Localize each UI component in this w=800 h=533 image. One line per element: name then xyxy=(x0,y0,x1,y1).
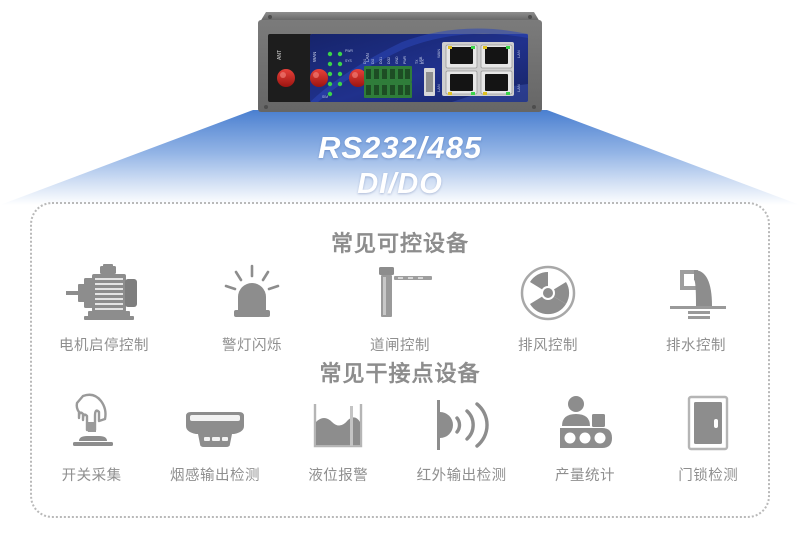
device-item-production-count[interactable]: 产量统计 xyxy=(523,380,646,485)
svg-text:LAN: LAN xyxy=(516,50,521,58)
barrier-gate-icon xyxy=(365,260,435,322)
svg-text:DI1: DI1 xyxy=(363,59,367,64)
svg-text:DI2: DI2 xyxy=(371,59,375,64)
svg-text:PWR: PWR xyxy=(403,56,407,64)
device-label-smoke-detector: 烟感输出检测 xyxy=(169,468,260,484)
svg-text:PWR: PWR xyxy=(345,49,353,53)
section-title-controllable: 常见可控设备 xyxy=(330,231,469,256)
infrared-sensor-icon xyxy=(429,390,495,452)
signal-beam xyxy=(0,110,800,205)
device-label-door-lock: 门锁检测 xyxy=(678,468,739,484)
device-item-exhaust-fan[interactable]: 排风控制 xyxy=(474,250,622,355)
water-level-tank-icon xyxy=(303,390,373,452)
device-label-water-level: 液位报警 xyxy=(308,468,369,484)
exhaust-fan-icon xyxy=(519,260,577,322)
device-item-water-level[interactable]: 液位报警 xyxy=(277,380,400,485)
device-label-drain-pipe: 排水控制 xyxy=(666,338,726,354)
device-item-switch-collection[interactable]: 开关采集 xyxy=(30,380,153,485)
svg-text:SIM: SIM xyxy=(322,95,328,99)
device-label-infrared: 红外输出检测 xyxy=(416,468,507,484)
conveyor-worker-icon xyxy=(552,390,618,452)
section-title-dry-contact: 常见干接点设备 xyxy=(319,361,481,386)
svg-text:SYS: SYS xyxy=(345,59,353,63)
beam-label-serial: RS232/485 xyxy=(317,130,483,165)
smoke-detector-icon xyxy=(178,390,252,452)
svg-text:USB: USB xyxy=(419,56,423,64)
beam-label-dido: DI/DO xyxy=(357,168,443,200)
svg-text:RX: RX xyxy=(421,59,425,64)
drain-pipe-icon xyxy=(660,260,732,322)
door-lock-icon xyxy=(681,390,735,452)
device-label-motor: 电机启停控制 xyxy=(59,338,149,354)
svg-text:LAN: LAN xyxy=(365,53,370,62)
hand-press-button-icon xyxy=(61,390,123,452)
device-item-door-lock[interactable]: 门锁检测 xyxy=(647,380,770,485)
devices-panel xyxy=(30,202,770,518)
svg-text:WAN: WAN xyxy=(312,52,317,62)
svg-text:GND: GND xyxy=(395,56,399,64)
device-label-exhaust-fan: 排风控制 xyxy=(518,338,578,354)
svg-text:LAN: LAN xyxy=(436,84,441,92)
device-item-smoke-detector[interactable]: 烟感输出检测 xyxy=(153,380,276,485)
svg-text:ANT: ANT xyxy=(277,50,283,60)
motor-icon xyxy=(62,260,146,322)
device-item-infrared[interactable]: 红外输出检测 xyxy=(400,380,523,485)
dry-contact-devices-row: 开关采集 烟感输出检测 液位报警 xyxy=(30,380,770,485)
device-item-drain-pipe[interactable]: 排水控制 xyxy=(622,250,770,355)
alarm-light-icon xyxy=(221,260,283,322)
svg-text:WAN: WAN xyxy=(436,49,441,58)
controllable-devices-row: 电机启停控制 警灯闪烁 xyxy=(30,250,770,355)
svg-text:TX: TX xyxy=(415,59,419,64)
device-label-production-count: 产量统计 xyxy=(554,468,615,484)
device-item-barrier-gate[interactable]: 道闸控制 xyxy=(326,250,474,355)
device-item-alarm-light[interactable]: 警灯闪烁 xyxy=(178,250,326,355)
device-label-switch-collection: 开关采集 xyxy=(61,468,122,484)
device-label-alarm-light: 警灯闪烁 xyxy=(222,338,282,354)
svg-text:LAN: LAN xyxy=(516,84,521,92)
device-item-motor[interactable]: 电机启停控制 xyxy=(30,250,178,355)
svg-text:DO2: DO2 xyxy=(387,57,391,64)
svg-text:DO1: DO1 xyxy=(379,57,383,64)
industrial-router-device: ANT WAN LAN PWR SYS SIM xyxy=(252,8,548,120)
device-label-barrier-gate: 道闸控制 xyxy=(370,338,430,354)
